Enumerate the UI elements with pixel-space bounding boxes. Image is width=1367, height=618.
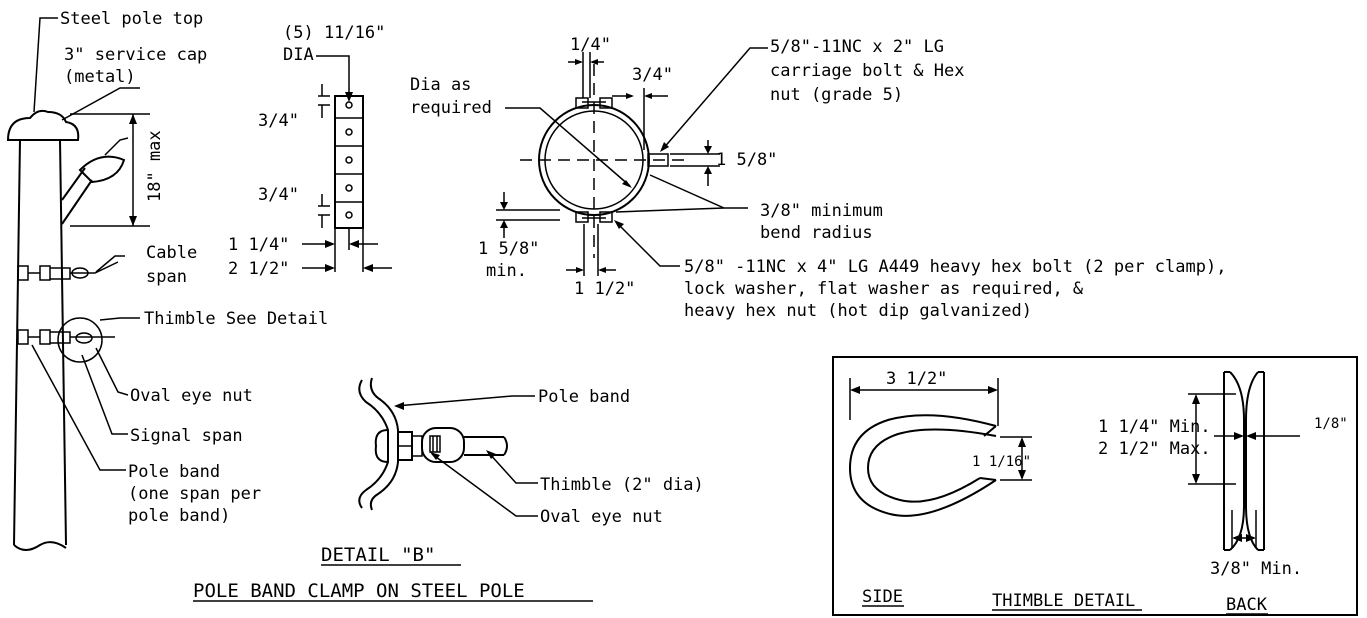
thimble-see-detail-label: Thimble See Detail (144, 309, 328, 329)
thimble-gap-dim: 1 1/16" (972, 454, 1031, 470)
bar-mid-dim: 3/4" (258, 185, 299, 205)
clamp-five-eighth-dim: 1 5/8" (716, 150, 777, 170)
thimble-detail-box (832, 356, 1358, 616)
detail-thimble-label: Thimble (2" dia) (540, 475, 704, 495)
holes-label: (5) 11/16" (283, 23, 385, 43)
thimble-max-label: 2 1/2" Max. (1098, 439, 1211, 459)
pole-band-note-1: (one span per (128, 484, 261, 504)
min-dim-label-2: min. (486, 261, 527, 281)
cable-span-label: Cable (146, 243, 197, 263)
service-cap-material-label: (metal) (64, 67, 136, 87)
carriage-bolt-label-2: carriage bolt & Hex (770, 61, 964, 81)
steel-pole-top-label: Steel pole top (60, 9, 203, 29)
thimble-eighth-dim: 1/8" (1314, 416, 1348, 432)
eighteen-max-label: 18" max (145, 130, 165, 202)
bar-width-dim-1: 1 1/4" (228, 235, 289, 255)
thimble-detail-title: THIMBLE DETAIL (992, 591, 1135, 611)
dia-required-label: required (410, 98, 492, 118)
clamp-one-half-dim: 1 1/2" (574, 279, 635, 299)
pole-band-label: Pole band (128, 462, 220, 482)
cable-span-label-2: span (146, 267, 187, 287)
clamp-three-quarter-dim: 3/4" (632, 65, 673, 85)
detail-b-drawing (358, 377, 538, 517)
thimble-back-label: BACK (1226, 595, 1268, 615)
thimble-min-label: 1 1/4" Min. (1098, 417, 1211, 437)
holes-dia-label: DIA (283, 45, 314, 65)
bar-top-dim: 3/4" (258, 111, 299, 131)
steel-pole (6, 17, 150, 551)
bend-radius-label-1: 3/8" minimum (760, 201, 883, 221)
detail-oval-eye-nut-label: Oval eye nut (540, 507, 663, 527)
clamp-plan-view (496, 47, 768, 276)
dia-label: Dia as (410, 75, 471, 95)
thimble-side-label: SIDE (862, 587, 903, 607)
oval-eye-nut-label: Oval eye nut (130, 386, 253, 406)
band-bar-elevation (302, 55, 392, 272)
thimble-width-dim: 3 1/2" (886, 369, 947, 389)
hex-bolt-label-1: 5/8" -11NC x 4" LG A449 heavy hex bolt (… (684, 257, 1226, 277)
hex-bolt-label-3: heavy hex nut (hot dip galvanized) (684, 301, 1032, 321)
detail-b-title: DETAIL "B" (321, 544, 435, 566)
signal-span-label: Signal span (130, 426, 243, 446)
thimble-three-eighth-dim: 3/8" Min. (1210, 559, 1302, 579)
carriage-bolt-label-1: 5/8"-11NC x 2" LG (770, 37, 944, 57)
clamp-quarter-dim: 1/4" (570, 35, 611, 55)
pole-band-note-2: pole band) (128, 506, 230, 526)
min-dim-label-1: 1 5/8" (478, 239, 539, 259)
hex-bolt-label-2: lock washer, flat washer as required, & (684, 279, 1084, 299)
service-cap (6, 109, 80, 141)
carriage-bolt-label-3: nut (grade 5) (770, 85, 903, 105)
bend-radius-label-2: bend radius (760, 223, 873, 243)
detail-pole-band-label: Pole band (538, 387, 630, 407)
detail-b-subtitle: POLE BAND CLAMP ON STEEL POLE (193, 580, 525, 602)
service-cap-label: 3" service cap (64, 45, 207, 65)
bar-width-dim-2: 2 1/2" (228, 259, 289, 279)
